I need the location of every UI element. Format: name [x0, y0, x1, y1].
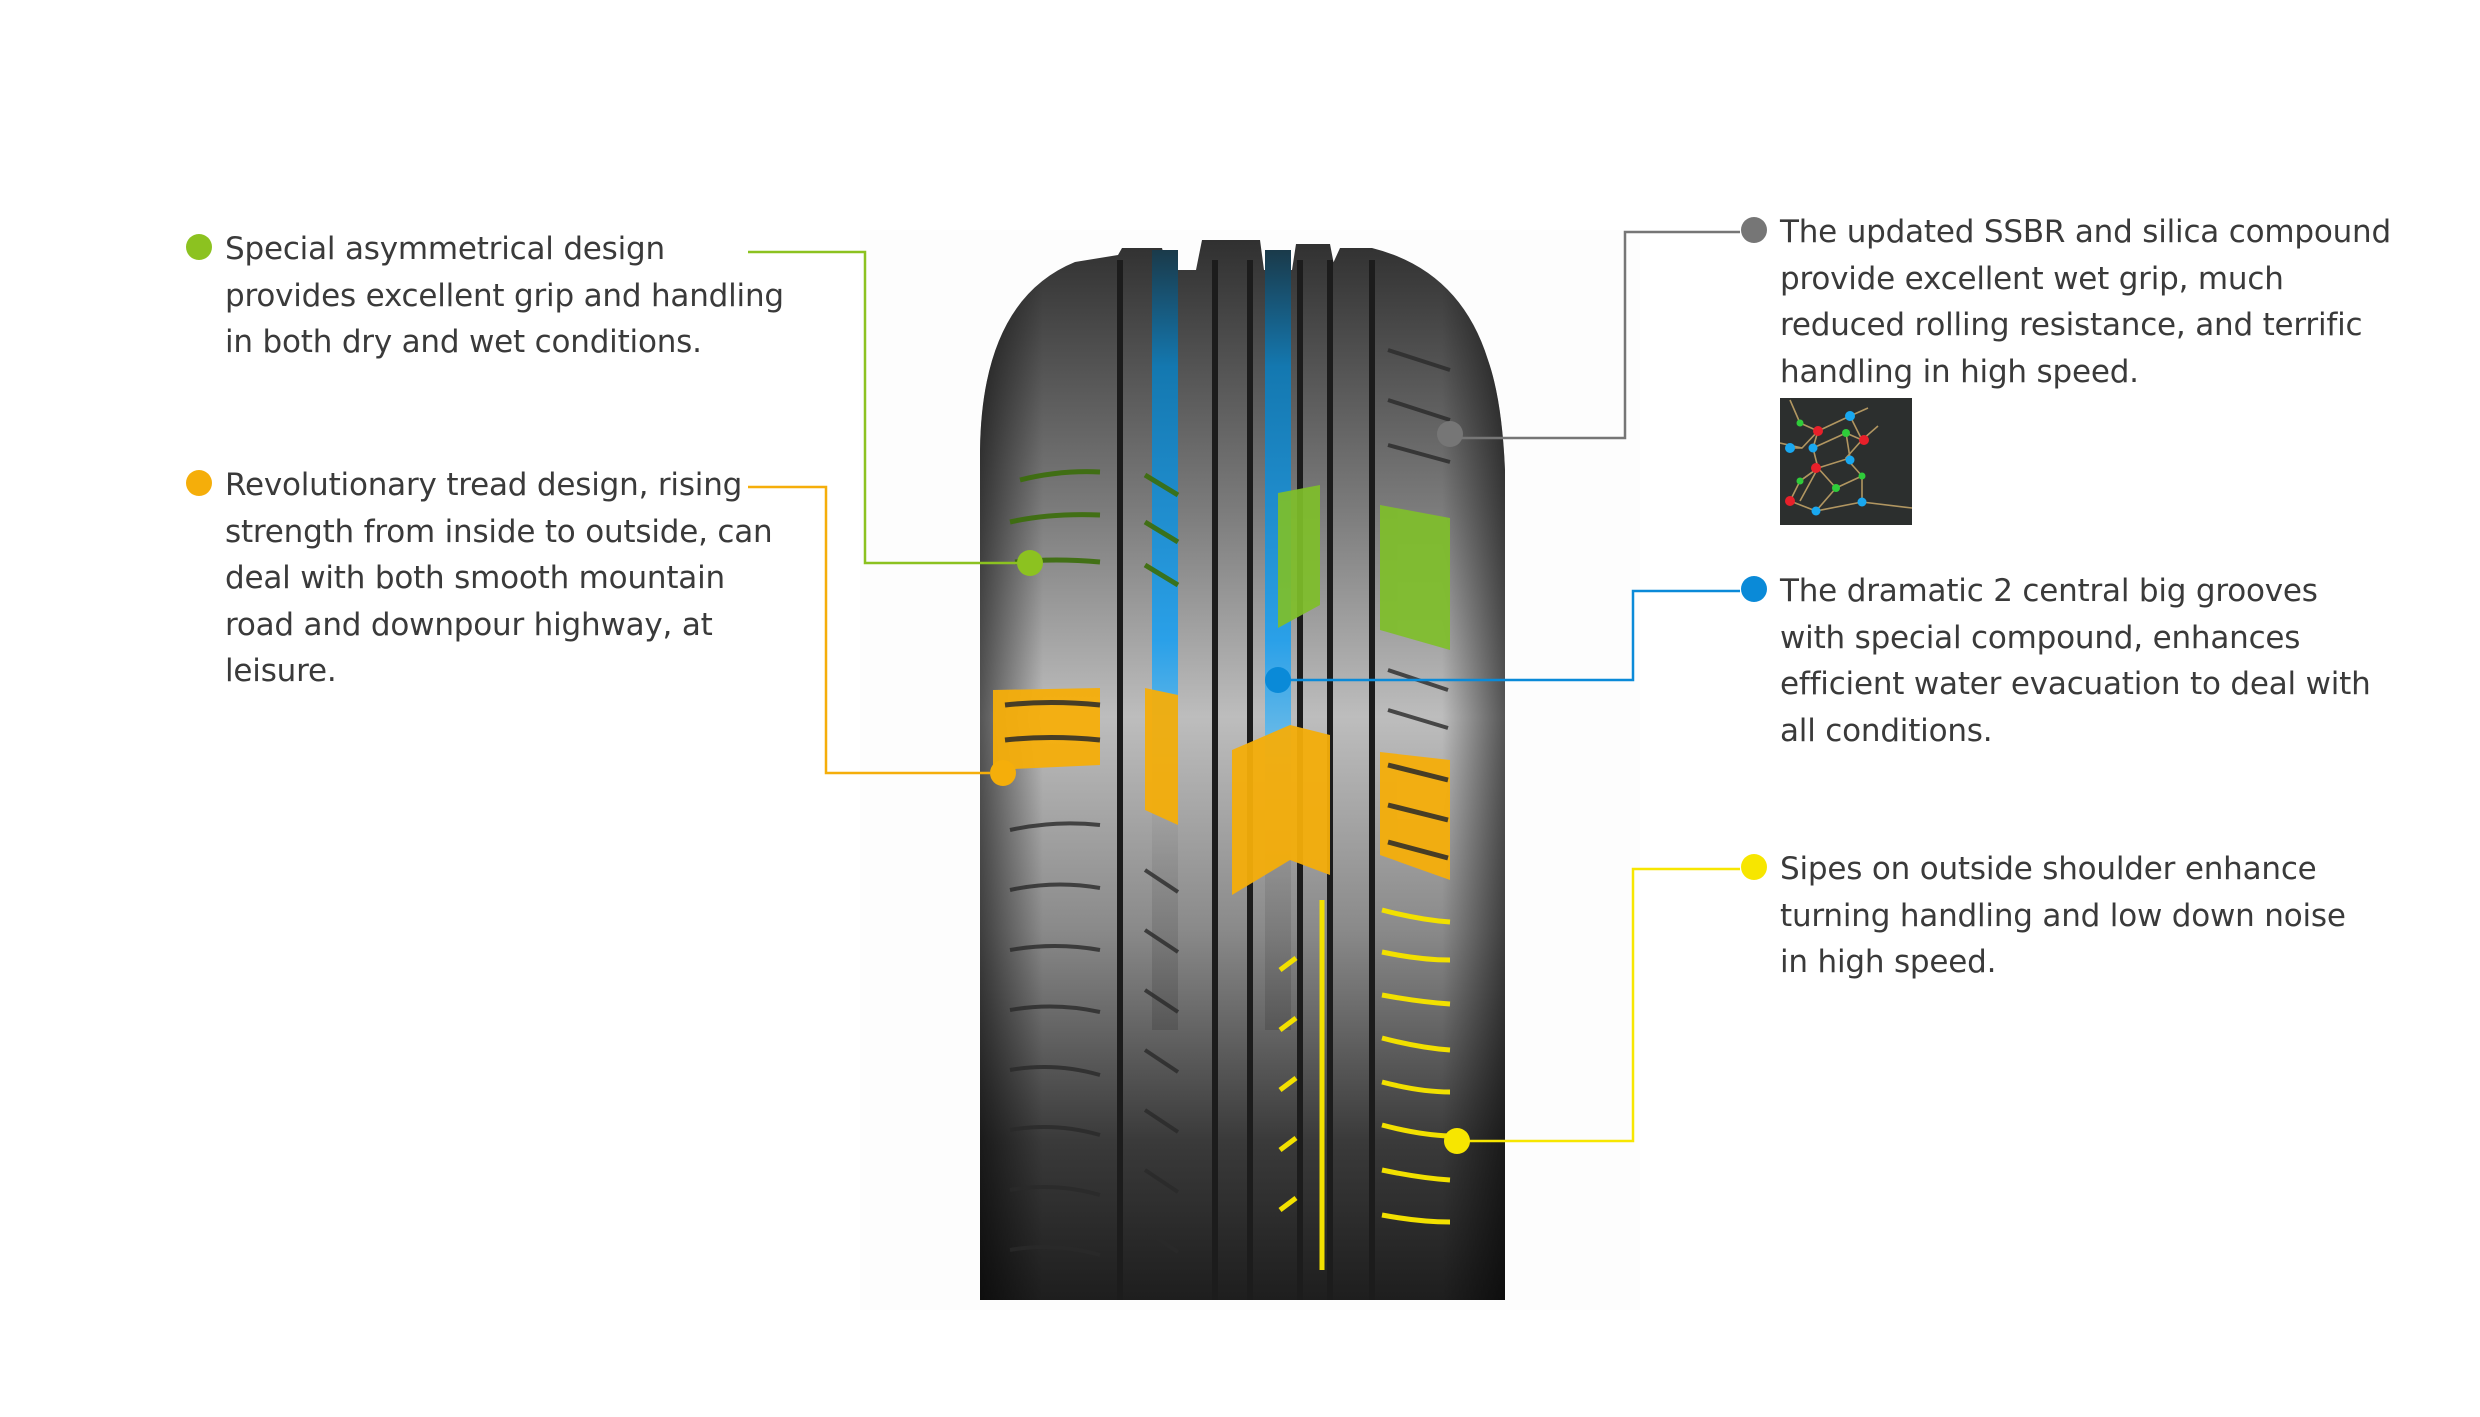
feature-text-line: The updated SSBR and silica compound — [1780, 214, 2391, 250]
bullet-dot-orange — [186, 470, 212, 496]
feature-text-line: provides excellent grip and handling — [225, 277, 784, 314]
feature-text-line: Sipes on outside shoulder enhance — [1780, 851, 2317, 887]
tire-image-area — [860, 230, 1640, 1310]
feature-tread-design: Revolutionary tread design, rising stren… — [186, 462, 773, 695]
feature-text-line: The dramatic 2 central big grooves — [1780, 573, 2318, 609]
orange-zone — [993, 688, 1450, 895]
bullet-dot-yellow — [1741, 854, 1767, 880]
feature-text-line: deal with both smooth mountain — [225, 560, 725, 596]
feature-ssbr-compound: The updated SSBR and silica compound pro… — [1741, 209, 2391, 395]
molecular-network-image — [1779, 398, 1913, 525]
bullet-dot-blue — [1741, 576, 1767, 602]
feature-text-line: Special asymmetrical design — [225, 231, 665, 267]
feature-text-line: with special compound, enhances — [1780, 619, 2301, 656]
feature-text-line: in high speed. — [1780, 944, 1997, 980]
feature-text-line: strength from inside to outside, can — [225, 513, 773, 550]
feature-text-line: reduced rolling resistance, and terrific — [1780, 307, 2363, 343]
feature-text-line: leisure. — [225, 653, 337, 689]
feature-text-line: efficient water evacuation to deal with — [1780, 666, 2371, 702]
central-groove-right — [1265, 250, 1291, 1030]
bullet-dot-green — [186, 234, 212, 260]
feature-text-line: in both dry and wet conditions. — [225, 324, 702, 360]
feature-asymmetrical-design: Special asymmetrical design provides exc… — [186, 226, 784, 366]
feature-text-line: all conditions. — [1780, 712, 1993, 749]
feature-shoulder-sipes: Sipes on outside shoulder enhance turnin… — [1741, 846, 2346, 986]
tire-illustration — [980, 240, 1505, 1300]
central-groove-left — [1152, 250, 1178, 1030]
feature-text-line: turning handling and low down noise — [1780, 897, 2346, 934]
feature-text-line: Revolutionary tread design, rising — [225, 467, 743, 503]
feature-text-line: road and downpour highway, at — [225, 606, 713, 643]
feature-text-line: provide excellent wet grip, much — [1780, 260, 2284, 297]
feature-central-grooves: The dramatic 2 central big grooves with … — [1741, 568, 2371, 754]
feature-text-line: handling in high speed. — [1780, 353, 2139, 390]
bullet-dot-gray — [1741, 217, 1767, 243]
